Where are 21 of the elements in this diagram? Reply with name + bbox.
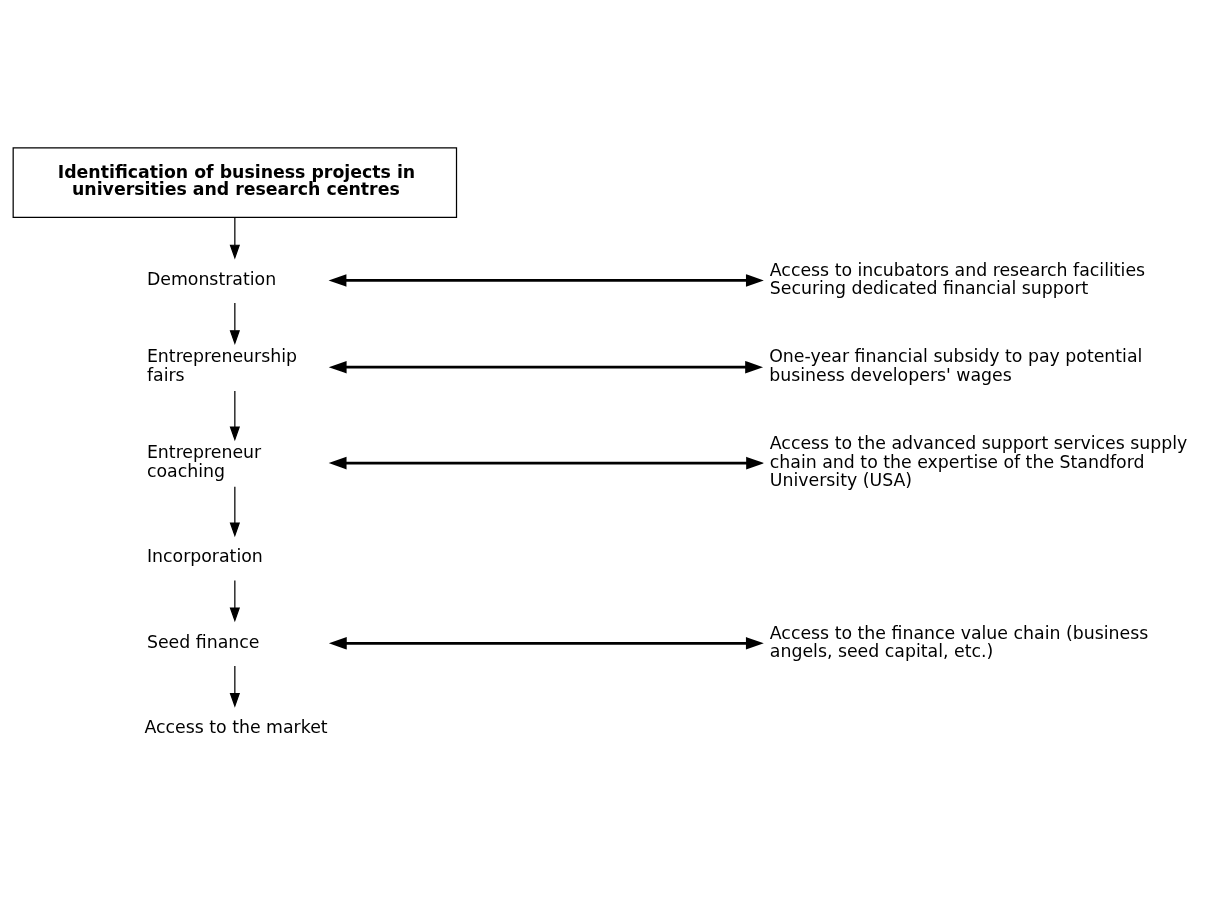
arrow: [229, 664, 241, 708]
node-text: One-year financial subsidy to pay potential business developers' wages: [769, 345, 1143, 385]
node-text: Incorporation: [146, 545, 263, 566]
node-text: Entrepreneur coaching: [146, 441, 262, 481]
arrow: [328, 273, 764, 287]
node-text: Seed finance: [146, 631, 260, 652]
node-text: Access to the advanced support services supply chain and to the expertise of the Standford University (USA): [769, 432, 1188, 490]
node-text: Entrepreneurship fairs: [146, 345, 298, 385]
arrow: [328, 456, 764, 469]
node-text: Access to incubators and research facilities Securing dedicated financial support: [769, 259, 1146, 298]
arrow: [229, 216, 241, 259]
node-box: Identification of business projects in universities and research centres: [12, 146, 458, 218]
node-text: Access to the market: [144, 716, 328, 737]
node-text: Access to the finance value chain (business angels, seed capital, etc.): [769, 622, 1149, 661]
arrow: [328, 360, 764, 373]
arrow: [328, 636, 764, 650]
arrow: [229, 389, 241, 441]
arrow: [229, 579, 241, 622]
arrow: [229, 485, 241, 537]
arrow: [229, 301, 241, 345]
node-text: Demonstration: [146, 268, 277, 289]
